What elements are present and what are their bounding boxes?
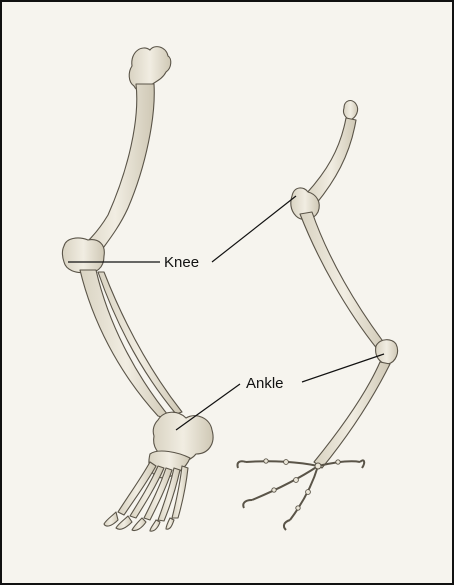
bird-tarsometatarsus bbox=[314, 362, 390, 468]
ankle-label: Ankle bbox=[246, 375, 284, 392]
knee-leader-bird bbox=[212, 196, 296, 262]
bird-foot bbox=[237, 460, 364, 530]
human-femur bbox=[76, 84, 154, 258]
bird-leg bbox=[237, 101, 397, 530]
bird-ankle-joint bbox=[376, 340, 398, 364]
human-leg bbox=[63, 47, 214, 532]
knee-label: Knee bbox=[164, 254, 199, 271]
bird-tibiotarsus bbox=[300, 212, 388, 350]
human-knee-joint bbox=[63, 238, 105, 273]
human-metatarsals bbox=[118, 462, 188, 521]
bird-femur-head bbox=[343, 101, 357, 120]
bird-femur bbox=[306, 118, 356, 204]
human-tibia bbox=[80, 270, 172, 420]
